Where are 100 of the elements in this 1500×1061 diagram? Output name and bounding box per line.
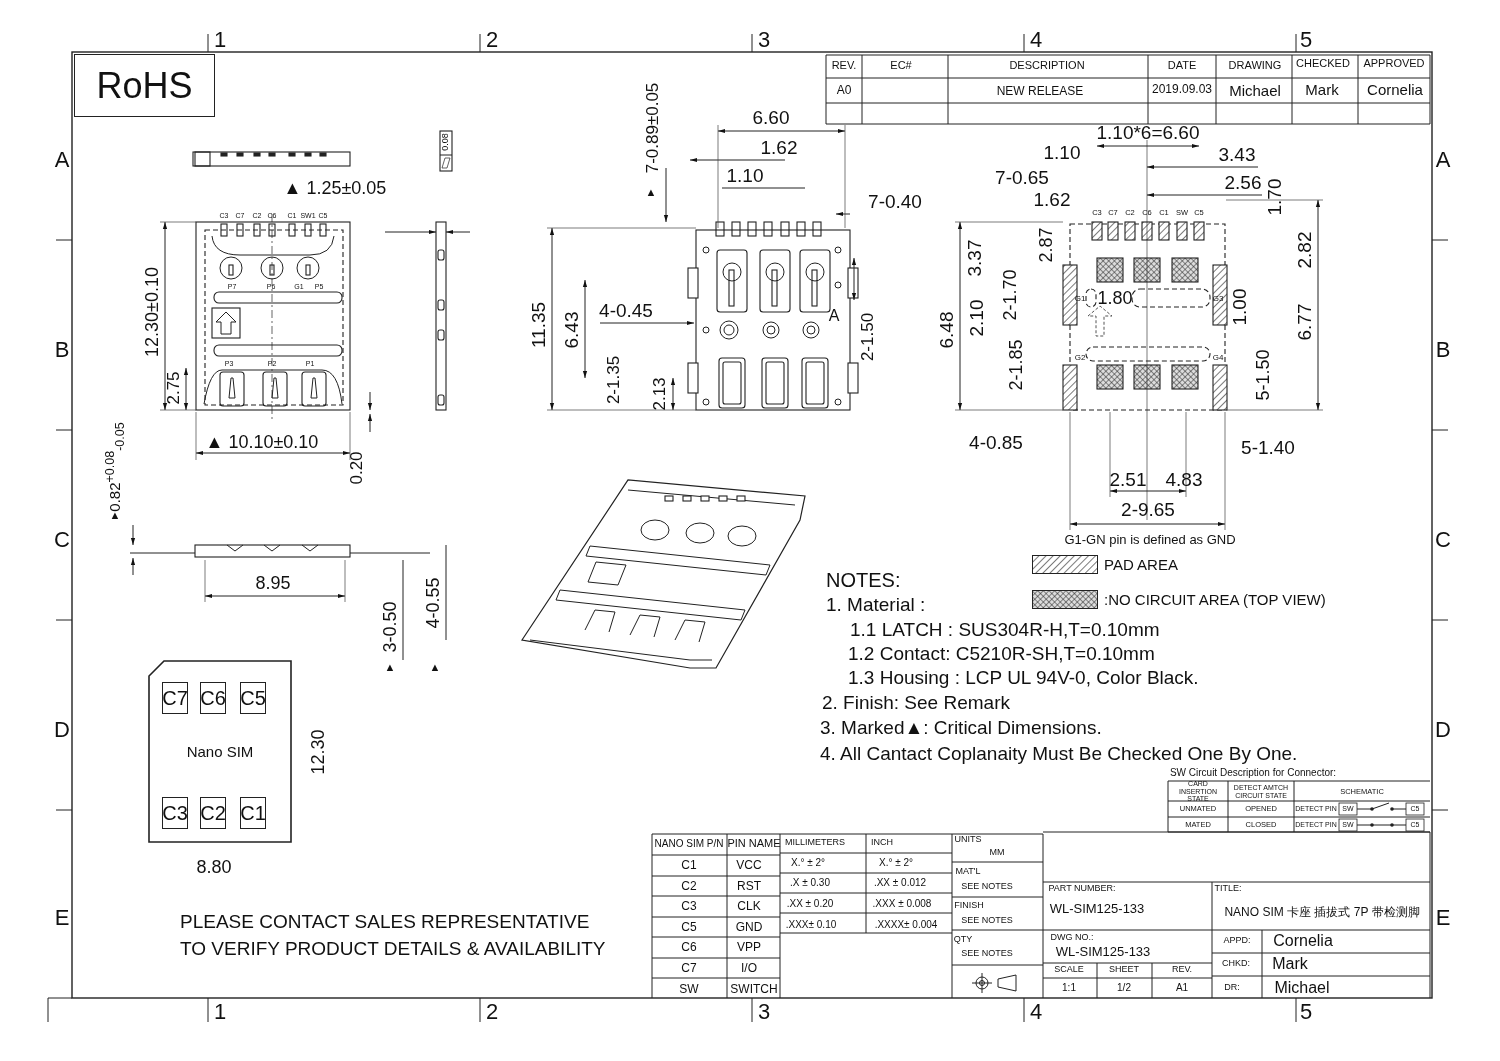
table-header: SCALE <box>1054 965 1084 975</box>
grid-reference: C <box>54 528 70 552</box>
note-text: 1.1 LATCH : SUS304R-H,T=0.10mm <box>850 620 1160 640</box>
dimension-value: 1.62 <box>760 138 798 158</box>
table-value: CLK <box>737 899 761 913</box>
note-text: 4. All Cantact Coplanaity Must Be Checked One By One. <box>820 744 1298 764</box>
table-value: SW <box>679 982 699 996</box>
dimension-value: 8.80 <box>196 857 232 877</box>
grid-reference: A <box>1435 148 1451 172</box>
grid-reference: 5 <box>1299 28 1313 52</box>
note-text: 1.3 Housing : LCP UL 94V-0, Color Black. <box>848 668 1199 688</box>
table-value: .XXX ± 0.008 <box>872 898 932 910</box>
dimension-value: 4-0.55 <box>423 577 443 629</box>
dimension-value: 3.43 <box>1218 145 1256 165</box>
critical-dimension-mark: ▲ <box>645 187 657 199</box>
signature-name: Mark <box>1305 82 1339 98</box>
table-header: REV. <box>831 60 857 72</box>
table-value: C5 <box>681 920 697 934</box>
dimension-value: 6.43 <box>562 311 582 349</box>
signature-name: Michael <box>1274 979 1330 997</box>
table-header: MAT'L <box>955 867 981 877</box>
dimension-value: 12.30 <box>308 729 328 775</box>
sim-card-drawing <box>148 660 292 843</box>
table-header: APPROVED <box>1363 58 1425 70</box>
dimension-value: 7-0.40 <box>868 192 922 212</box>
table-value: A1 <box>1175 982 1189 994</box>
table-header: TITLE: <box>1214 884 1242 894</box>
table-value: SEE NOTES <box>961 949 1013 959</box>
signature-name: Michael <box>1229 83 1281 99</box>
dimension-value: 2.75 <box>165 371 183 405</box>
table-value: C7 <box>681 961 697 975</box>
dimension-value: 1.10*6=6.60 <box>1096 123 1200 143</box>
caption-text: SW Circuit Description for Connector: <box>1169 767 1337 779</box>
dimension-value: 2.51 <box>1109 470 1147 490</box>
dimension-value: 11.35 <box>529 301 549 349</box>
grid-reference: 3 <box>757 1000 771 1024</box>
grid-reference: 3 <box>757 28 771 52</box>
dimension-value: 1.10 <box>726 166 764 186</box>
dimension-value: 2-1.85 <box>1006 339 1026 391</box>
table-value: C3 <box>681 899 697 913</box>
dimension-value: 5-1.50 <box>1253 349 1273 401</box>
grid-reference: 1 <box>213 28 227 52</box>
grid-reference: D <box>1435 718 1451 742</box>
contact-pad: C6 <box>200 682 226 714</box>
contact-pad: C1 <box>240 797 266 829</box>
dimension-value: 2-1.35 <box>605 355 623 405</box>
table-header: NANO SIM P/N <box>654 838 724 850</box>
table-header: PART NUMBER: <box>1048 884 1116 894</box>
table-value: GND <box>735 920 763 934</box>
table-value: WL-SIM125-133 <box>1049 902 1145 916</box>
table-header: DATE <box>1167 60 1197 72</box>
dimension-value: 2-1.70 <box>1000 269 1020 321</box>
grid-reference: B <box>1435 338 1451 362</box>
grid-reference: 4 <box>1029 28 1043 52</box>
dimension-value: 7-0.65 <box>995 168 1049 188</box>
dimension-value: 2.87 <box>1036 227 1056 263</box>
grid-reference: A <box>54 148 70 172</box>
table-value: VPP <box>737 940 761 954</box>
dimension-value: 8.95 <box>255 573 291 593</box>
dimension-value: 7-0.89±0.05 <box>644 82 662 174</box>
table-value: A0 <box>836 83 852 97</box>
note-text: NOTES: <box>826 569 901 591</box>
legend-text: :NO CIRCUIT AREA (TOP VIEW) <box>1104 591 1326 608</box>
dimension-value: 3-0.50 <box>380 601 400 653</box>
dimension-value: 0.20 <box>348 451 366 485</box>
dimension-value: 0.08 <box>441 133 451 151</box>
dimension-value: 2-9.65 <box>1121 500 1175 520</box>
dimension-value: 6.60 <box>752 108 790 128</box>
table-header: DR: <box>1224 983 1240 993</box>
grid-reference: E <box>1435 906 1451 930</box>
table-header: REV. <box>1171 965 1193 975</box>
signature-name: Mark <box>1272 955 1308 973</box>
table-header: UNITS <box>954 835 982 845</box>
table-header: FINISH <box>954 901 984 911</box>
contact-pad: C2 <box>200 797 226 829</box>
table-header: DWG NO.: <box>1050 933 1094 943</box>
note-text: 2. Finish: See Remark <box>822 693 1010 713</box>
signature-name: Cornelia <box>1367 82 1423 98</box>
dimension-value: 1.62 <box>1033 190 1071 210</box>
grid-reference: B <box>54 338 70 362</box>
table-header: APPD: <box>1223 936 1251 946</box>
table-value: RST <box>737 879 761 893</box>
table-value: X.° ± 2° <box>790 857 826 869</box>
dimension-value: 4.83 <box>1165 470 1203 490</box>
legend-text: PAD AREA <box>1104 556 1178 573</box>
dimension-value: 6.77 <box>1295 303 1315 341</box>
table-value: I/O <box>741 961 757 975</box>
note-text: 1. Material : <box>826 595 926 615</box>
note-text: PLEASE CONTACT SALES REPRESENTATIVE TO VERIFY PRODUCT DETAILS & AVAILABILITY <box>180 910 607 961</box>
table-header: CHKD: <box>1222 959 1250 969</box>
table-value: .XXX± 0.10 <box>785 919 837 931</box>
dimension-value: ▲ 1.25±0.05 <box>283 178 387 198</box>
table-value: .XX ± 0.012 <box>873 877 927 889</box>
table-value: .XXXX± 0.004 <box>874 919 938 931</box>
dimension-value: ▲ 10.10±0.10 <box>205 432 319 452</box>
table-value: SEE NOTES <box>961 916 1013 926</box>
contact-pad: C3 <box>162 797 188 829</box>
table-header: DRAWING <box>1228 60 1282 72</box>
table-value: WL-SIM125-133 <box>1055 945 1151 959</box>
pin-label: G4 <box>1212 353 1224 363</box>
